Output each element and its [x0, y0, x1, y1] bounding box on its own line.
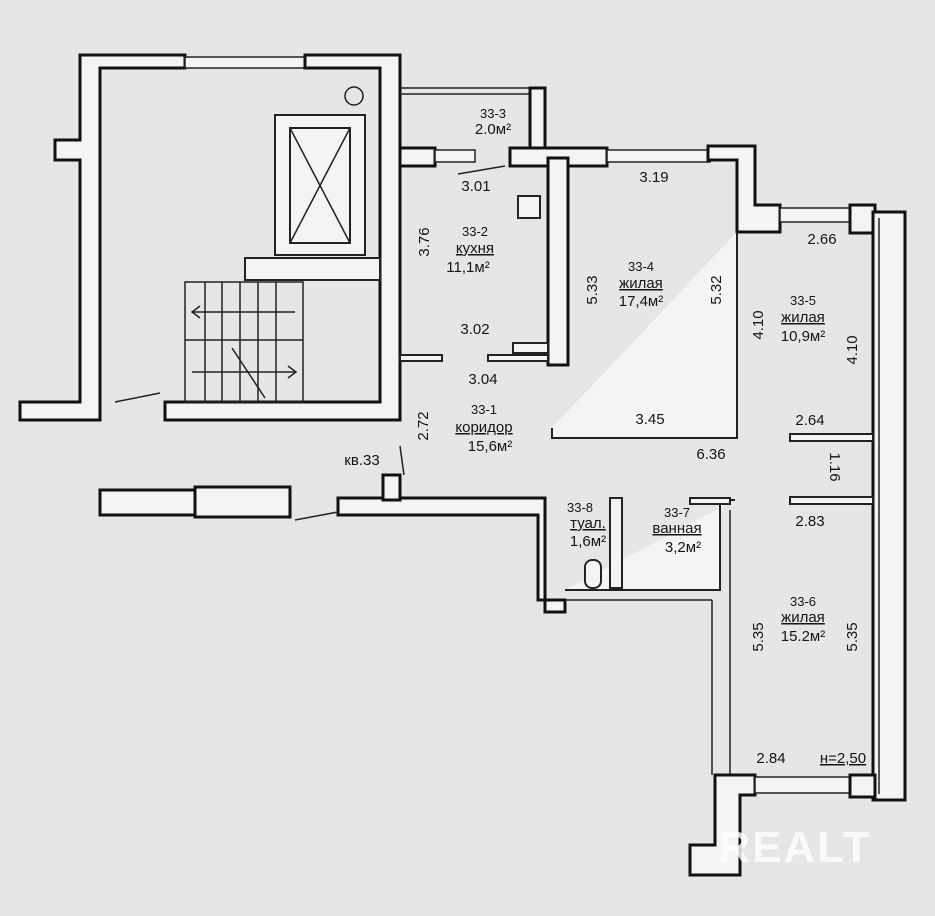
dim-corr-top: 3.04 [468, 371, 497, 388]
dim-r6-top: 2.83 [795, 513, 824, 530]
stove-icon [517, 195, 541, 219]
dim-r4-right: 5.32 [708, 275, 725, 304]
room-33-2-id: 33-2 [462, 224, 488, 239]
room-33-1-area: 15,6м² [468, 438, 513, 455]
room-33-8-area: 1,6м² [570, 533, 606, 550]
apartment-label: кв.33 [344, 452, 379, 469]
dimensions: 3.01 3.76 3.02 3.19 5.33 5.32 3.45 2.66 … [415, 169, 861, 767]
dim-kitchen-bottom: 3.02 [460, 321, 489, 338]
walls [18, 53, 907, 877]
dim-r6-right: 5.35 [844, 622, 861, 651]
dim-kitchen-top: 3.01 [461, 178, 490, 195]
room-33-6-id: 33-6 [790, 594, 816, 609]
room-33-7-name: ванная [652, 520, 701, 537]
room-33-8-id: 33-8 [567, 500, 593, 515]
dim-r4-top: 3.19 [639, 169, 668, 186]
room-33-6-area: 15.2м² [781, 628, 826, 645]
room-33-4-name: жилая [619, 275, 663, 292]
room-33-3-area: 2.0м² [475, 121, 511, 138]
room-33-2-area: 11,1м² [446, 259, 489, 276]
ceiling-height: н=2,50 [820, 750, 866, 767]
staircase [184, 281, 304, 403]
dim-r6-bottom: 2.84 [756, 750, 785, 767]
watermark-logo: REALT [718, 823, 871, 872]
room-33-1-name: коридор [455, 419, 512, 436]
dim-r5-right: 4.10 [844, 335, 861, 364]
room-33-8-name: туал. [570, 515, 606, 532]
dim-r4-bottom: 3.45 [635, 411, 664, 428]
room-33-5-area: 10,9м² [781, 328, 826, 345]
room-33-4-area: 17,4м² [619, 293, 664, 310]
room-33-5-name: жилая [781, 309, 825, 326]
dim-corr-side: 2.72 [415, 411, 432, 440]
dim-hall-gap: 1.16 [826, 452, 843, 481]
dim-r4-left: 5.33 [584, 275, 601, 304]
dim-corr-long: 6.36 [696, 446, 725, 463]
dim-r6-left: 5.35 [750, 622, 767, 651]
room-33-4-id: 33-4 [628, 259, 654, 274]
room-labels: 33-3 2.0м² 33-2 кухня 11,1м² 33-4 жилая … [344, 106, 866, 767]
room-33-5-id: 33-5 [790, 293, 816, 308]
room-33-1-id: 33-1 [471, 402, 497, 417]
room-33-7-area: 3,2м² [665, 539, 701, 556]
room-33-6-name: жилая [781, 609, 825, 626]
room-33-3-id: 33-3 [480, 106, 506, 121]
dim-r5-top: 2.66 [807, 231, 836, 248]
room-33-2-name: кухня [456, 240, 494, 257]
dim-r5-left: 4.10 [750, 310, 767, 339]
dim-r5-bottom: 2.64 [795, 412, 824, 429]
toilet-icon [584, 559, 602, 589]
dim-kitchen-side: 3.76 [416, 227, 433, 256]
room-33-7-id: 33-7 [664, 505, 690, 520]
